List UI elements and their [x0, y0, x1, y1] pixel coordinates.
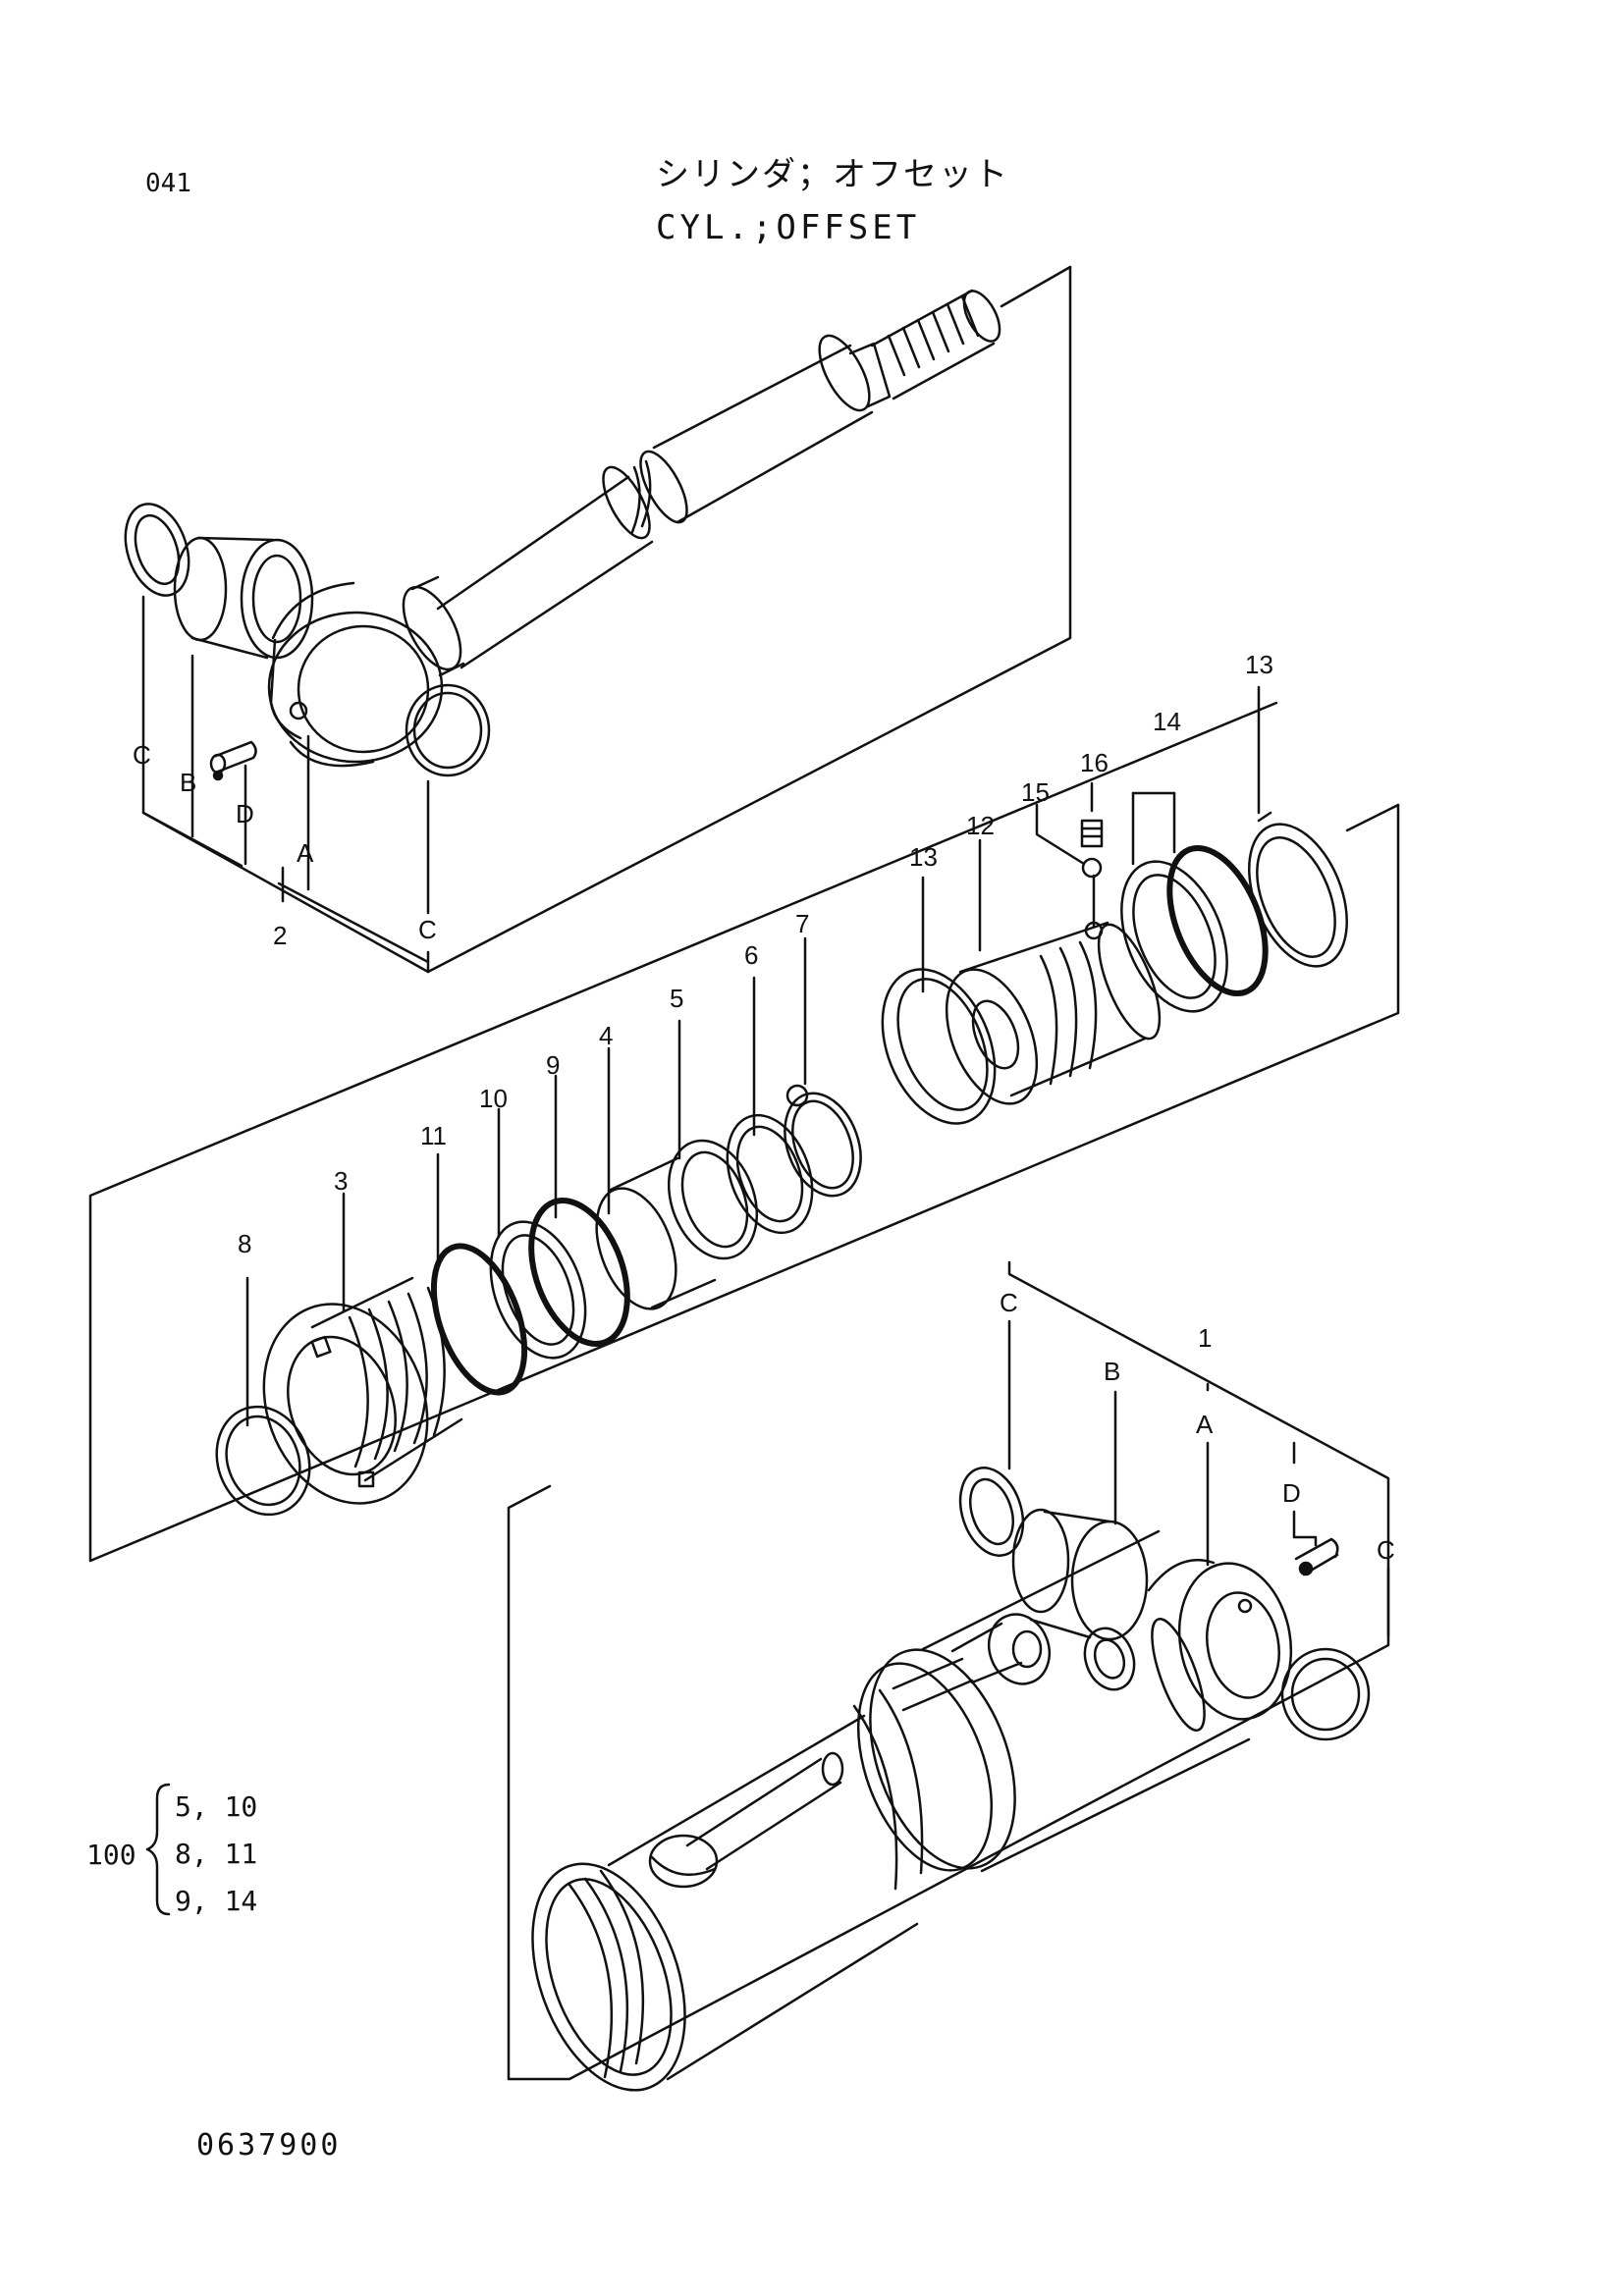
gland-callout-label: 10 — [479, 1084, 508, 1113]
seal-kit-brace — [145, 1783, 171, 1916]
tube-callout-label: 1 — [1198, 1323, 1212, 1353]
gland-callout-label: 11 — [420, 1121, 447, 1150]
gland-callout-label: 3 — [334, 1166, 348, 1196]
rod-callout-label: A — [297, 838, 314, 868]
gland-assembly — [215, 936, 862, 1517]
rod-callout-label: 2 — [273, 921, 287, 950]
gland-callout-label: 9 — [546, 1050, 560, 1080]
tube-callout-label: C — [1000, 1288, 1018, 1317]
gland-callout-label: 5 — [670, 984, 683, 1013]
rod-callout-label: B — [180, 768, 196, 797]
gland-callout-label: 7 — [795, 909, 809, 938]
rod-callout-label: C — [133, 740, 151, 770]
piston-callout-label: 13 — [1245, 650, 1273, 679]
gland-callout-label: 4 — [599, 1021, 613, 1050]
tube-callout-label: C — [1377, 1535, 1395, 1565]
page-code: 041 — [145, 169, 191, 198]
gland-callout-label: 6 — [744, 940, 758, 970]
seal-kit-line: 9, 14 — [175, 1885, 258, 1917]
piston-callout-label: 13 — [909, 842, 938, 872]
title-english: CYL.;OFFSET — [656, 208, 921, 247]
piston-callout-label: 15 — [1021, 777, 1050, 807]
tube-callout-label: B — [1104, 1357, 1120, 1386]
cylinder-tube-assembly — [507, 1260, 1390, 2092]
tube-callout-label: D — [1282, 1478, 1301, 1508]
piston-rod-assembly — [124, 265, 1072, 974]
seal-kit-line: 5, 10 — [175, 1790, 258, 1823]
piston-callout-label: 14 — [1153, 707, 1181, 736]
rod-callout-label: D — [236, 799, 254, 828]
title-japanese: シリンダ；オフセット — [656, 155, 1009, 194]
piston-callout-label: 16 — [1080, 748, 1109, 777]
piston-callout-label: 12 — [966, 811, 995, 840]
tube-callout-label: A — [1196, 1410, 1214, 1439]
gland-callout-label: 8 — [238, 1229, 251, 1258]
gland-piston-frame — [88, 701, 1400, 1563]
seal-kit-line: 8, 11 — [175, 1838, 258, 1870]
seal-kit-code: 100 — [86, 1839, 136, 1871]
rod-callout-label: C — [418, 915, 437, 944]
drawing-number: 0637900 — [196, 2128, 342, 2163]
piston-assembly — [881, 685, 1348, 1125]
